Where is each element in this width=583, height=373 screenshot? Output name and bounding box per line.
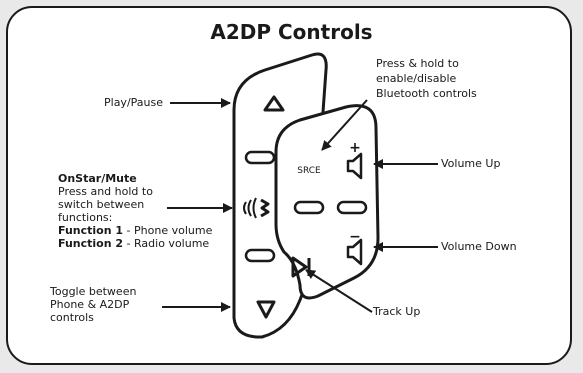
left-divider-bottom — [244, 248, 276, 263]
onstar-mute-button[interactable] — [243, 197, 270, 219]
play-up-icon — [263, 95, 285, 112]
volume-down-label: Volume Down — [441, 240, 517, 253]
toggle-down-icon — [256, 300, 276, 319]
left-divider-top — [244, 150, 276, 165]
toggle-label-line: Toggle between — [50, 285, 137, 298]
track-up-arrow — [305, 269, 373, 313]
onstar-title: OnStar/Mute — [58, 172, 137, 185]
bluetooth-label-line: enable/disable — [376, 72, 457, 85]
toggle-label-line: controls — [50, 311, 94, 324]
minus-icon: − — [349, 229, 361, 245]
plus-icon: + — [349, 140, 361, 156]
diagram-title: A2DP Controls — [210, 20, 373, 44]
play-pause-label: Play/Pause — [104, 96, 163, 109]
bluetooth-label-line: Bluetooth controls — [376, 87, 477, 100]
toggle-label-line: Phone & A2DP — [50, 298, 130, 311]
onstar-phone-icon — [243, 197, 270, 219]
onstar-desc-line: functions: — [58, 211, 113, 224]
volume-up-label: Volume Up — [441, 157, 501, 170]
speaker-icon — [346, 238, 363, 266]
bluetooth-arrow — [321, 99, 368, 151]
speaker-icon — [346, 152, 363, 180]
onstar-label: OnStar/Mute Press and hold to switch bet… — [58, 172, 212, 250]
onstar-desc-line: Press and hold to — [58, 185, 153, 198]
function-1-line: Function 1 - Phone volume — [58, 224, 212, 237]
right-control-pad — [274, 104, 380, 300]
toggle-label: Toggle between Phone & A2DP controls — [50, 285, 136, 324]
srce-button[interactable]: SRCE — [297, 166, 321, 176]
function-1-name: Function 1 — [58, 224, 124, 237]
bluetooth-label-line: Press & hold to — [376, 57, 459, 70]
toggle-button[interactable] — [256, 300, 276, 319]
function-2-desc: - Radio volume — [123, 237, 210, 250]
volume-down-button[interactable]: − — [346, 229, 363, 266]
play-pause-button[interactable] — [263, 95, 285, 112]
right-divider-left — [293, 200, 325, 215]
volume-up-button[interactable]: + — [346, 140, 363, 180]
function-2-line: Function 2 - Radio volume — [58, 237, 212, 250]
bluetooth-label: Press & hold to enable/disable Bluetooth… — [376, 56, 477, 101]
track-up-label: Track Up — [373, 305, 421, 318]
right-divider-right — [336, 200, 368, 215]
function-2-name: Function 2 — [58, 237, 124, 250]
srce-label: SRCE — [297, 166, 321, 176]
function-1-desc: - Phone volume — [123, 224, 213, 237]
onstar-desc-line: switch between — [58, 198, 145, 211]
